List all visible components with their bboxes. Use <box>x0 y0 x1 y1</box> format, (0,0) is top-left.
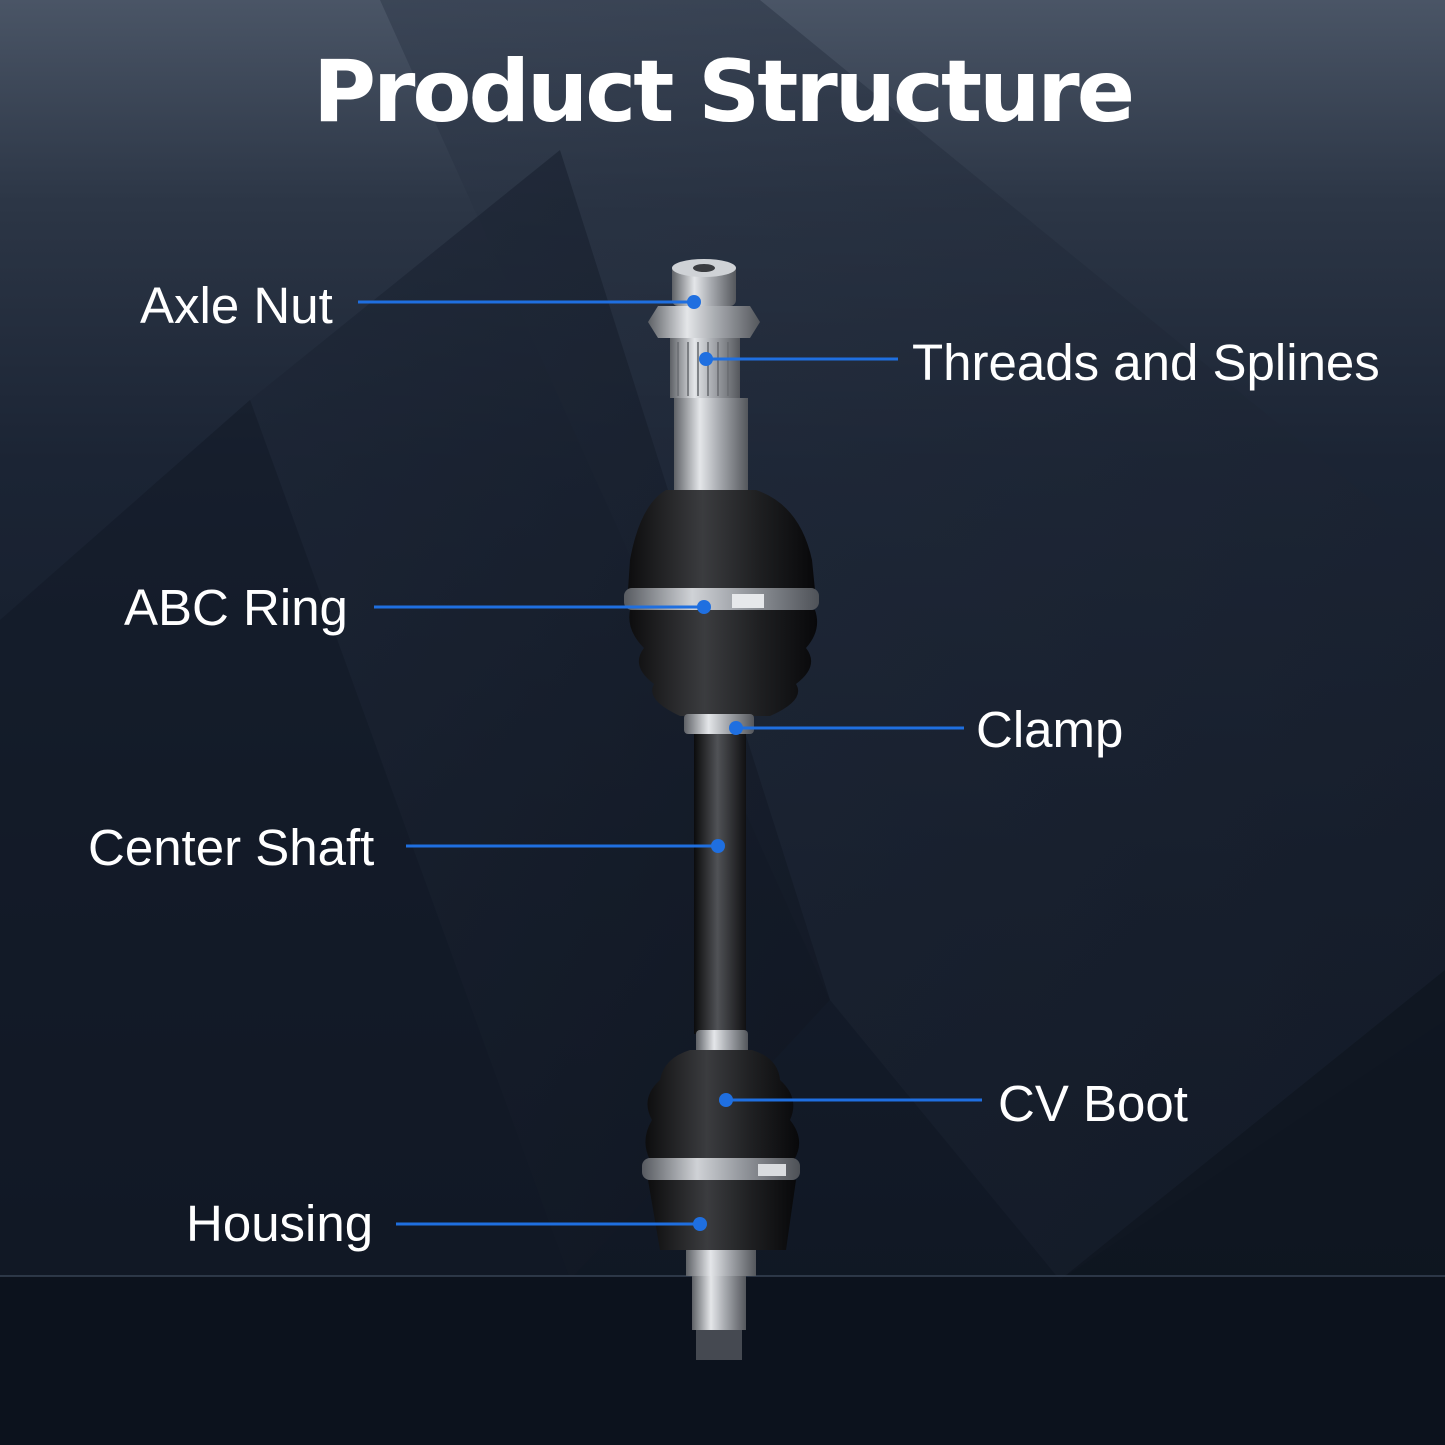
inner-cv-joint <box>642 1030 800 1360</box>
label-center-shaft: Center Shaft <box>88 819 375 876</box>
leader-lines <box>358 300 982 1226</box>
dot-housing <box>693 1217 707 1231</box>
label-axle-nut: Axle Nut <box>140 277 333 334</box>
label-housing: Housing <box>186 1195 374 1252</box>
axle-top-stub <box>648 259 760 490</box>
label-abc-ring: ABC Ring <box>124 579 348 636</box>
label-clamp: Clamp <box>976 701 1124 758</box>
label-cv-boot: CV Boot <box>998 1075 1188 1132</box>
leader-dots <box>687 295 743 1231</box>
dot-cv-boot <box>719 1093 733 1107</box>
page-title: Product Structure <box>312 42 1135 142</box>
dot-threads-splines <box>699 352 713 366</box>
label-threads-splines: Threads and Splines <box>912 334 1380 391</box>
dot-axle-nut <box>687 295 701 309</box>
dot-clamp <box>729 721 743 735</box>
dot-abc-ring <box>697 600 711 614</box>
dot-center-shaft <box>711 839 725 853</box>
center-shaft-bar <box>694 734 746 1034</box>
outer-cv-joint <box>624 490 819 734</box>
